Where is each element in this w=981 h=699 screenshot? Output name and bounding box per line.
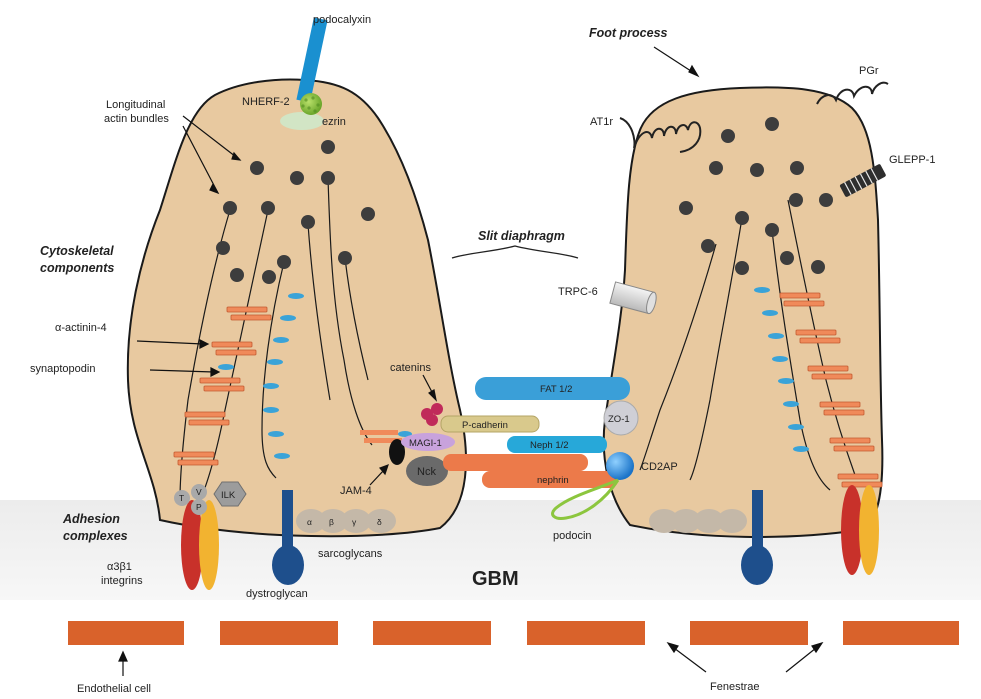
dystroglycan-base bbox=[272, 545, 304, 585]
adhesion-label-line1: Adhesion bbox=[62, 512, 120, 526]
dystroglycan-label: dystroglycan bbox=[246, 588, 308, 600]
synaptopodin-label: synaptopodin bbox=[30, 363, 95, 375]
sarcoglycan-delta: δ bbox=[377, 517, 382, 527]
slit-diaphragm-brace bbox=[452, 246, 578, 258]
zo1-label: ZO-1 bbox=[608, 414, 630, 425]
fenestrae-label: Fenestrae bbox=[710, 681, 760, 693]
magi1-label: MAGI-1 bbox=[409, 438, 442, 449]
longitudinal-label-line1: Longitudinal bbox=[106, 99, 165, 111]
vinculin-letter: V bbox=[196, 487, 202, 497]
paxillin-letter: P bbox=[196, 502, 202, 512]
p-cadherin-label: P-cadherin bbox=[462, 420, 508, 431]
adhesion-label-line2: complexes bbox=[63, 529, 128, 543]
right-integrin-beta bbox=[859, 485, 879, 575]
endothelial-label: Endothelial cell bbox=[77, 683, 151, 695]
right-dystroglycan-base bbox=[741, 545, 773, 585]
ilk-letter: ILK bbox=[221, 490, 236, 501]
catenins-label: catenins bbox=[390, 362, 431, 374]
trpc6-label: TRPC-6 bbox=[558, 286, 598, 298]
at1r-label: AT1r bbox=[590, 116, 613, 128]
nephrin-bar-upper bbox=[443, 454, 588, 471]
glepp1-label: GLEPP-1 bbox=[889, 154, 935, 166]
integrins-label-line1: α3β1 bbox=[107, 561, 132, 573]
right-dystroglycan-stem bbox=[752, 490, 763, 552]
integrins-label-line2: integrins bbox=[101, 575, 143, 587]
sarcoglycan-beta: β bbox=[329, 517, 334, 527]
neph-label: Neph 1/2 bbox=[530, 440, 569, 451]
jam4-label: JAM-4 bbox=[340, 485, 372, 497]
sarcoglycan-alpha: α bbox=[307, 517, 312, 527]
fat-label: FAT 1/2 bbox=[540, 384, 572, 395]
podocin-label: podocin bbox=[553, 530, 592, 542]
gbm-label: GBM bbox=[472, 568, 519, 590]
longitudinal-label-line2: actin bundles bbox=[104, 113, 169, 125]
sarcoglycans-label: sarcoglycans bbox=[318, 548, 383, 560]
alpha-actinin-label: α-actinin-4 bbox=[55, 322, 107, 334]
cytoskeletal-label-line2: components bbox=[40, 261, 114, 275]
nherf2-label: NHERF-2 bbox=[242, 96, 290, 108]
slit-diaphragm-label: Slit diaphragm bbox=[478, 229, 565, 243]
cd2ap-ball bbox=[606, 452, 634, 480]
pgr-label: PGr bbox=[859, 65, 879, 77]
nck-label: Nck bbox=[417, 466, 436, 478]
dystroglycan-stem bbox=[282, 490, 293, 552]
ezrin-glow bbox=[280, 112, 324, 130]
cd2ap-label: CD2AP bbox=[641, 461, 678, 473]
podocalyxin-label: podocalyxin bbox=[313, 14, 371, 26]
endothelial-bars bbox=[68, 621, 959, 645]
cytoskeletal-label-line1: Cytoskeletal bbox=[40, 244, 114, 258]
talin-letter: T bbox=[179, 493, 184, 503]
nephrin-label: nephrin bbox=[537, 475, 569, 486]
foot-process-label: Foot process bbox=[589, 26, 668, 40]
ezrin-label: ezrin bbox=[322, 116, 346, 128]
jam-stripe-1 bbox=[360, 430, 398, 435]
